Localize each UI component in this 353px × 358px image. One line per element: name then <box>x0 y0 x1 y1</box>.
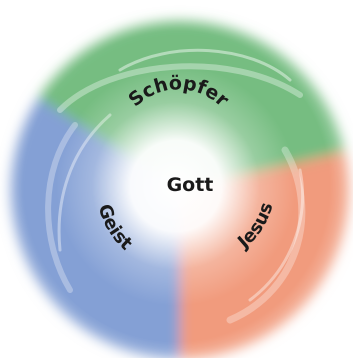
center-label-gott: Gott <box>167 174 214 196</box>
